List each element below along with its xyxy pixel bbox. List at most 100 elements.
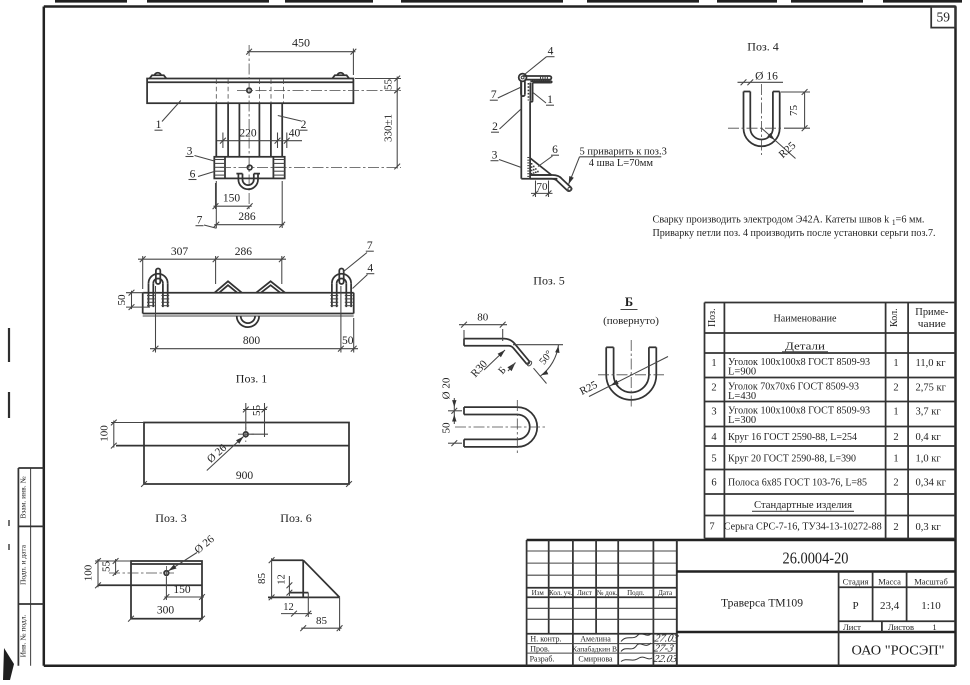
svg-text:27-3: 27-3 <box>653 644 675 655</box>
svg-text:7: 7 <box>709 522 714 533</box>
svg-text:800: 800 <box>243 335 261 347</box>
svg-text:450: 450 <box>292 36 310 50</box>
svg-text:5: 5 <box>711 453 716 464</box>
svg-text:Траверса ТМ109: Траверса ТМ109 <box>721 596 803 610</box>
svg-text:12: 12 <box>283 602 294 613</box>
svg-text:Р: Р <box>853 600 859 612</box>
svg-text:Поз.: Поз. <box>707 308 718 327</box>
svg-text:Взам. инв. №: Взам. инв. № <box>19 476 28 518</box>
svg-text:Смирнова: Смирнова <box>578 655 613 664</box>
svg-text:Круг 20 ГОСТ 2590-88, L=390: Круг 20 ГОСТ 2590-88, L=390 <box>728 453 856 464</box>
svg-text:100: 100 <box>83 564 95 581</box>
svg-text:Поз. 5: Поз. 5 <box>533 274 564 288</box>
svg-text:Ø 16: Ø 16 <box>755 71 778 83</box>
svg-text:Масштаб: Масштаб <box>914 577 948 587</box>
svg-text:Амелина: Амелина <box>580 635 611 644</box>
svg-text:Круг 16 ГОСТ 2590-88, L=254: Круг 16 ГОСТ 2590-88, L=254 <box>728 432 858 443</box>
svg-text:Стандартные изделия: Стандартные изделия <box>754 499 852 511</box>
svg-text:85: 85 <box>256 573 268 585</box>
svg-text:чание: чание <box>918 319 947 330</box>
svg-text:2,75 кг: 2,75 кг <box>916 383 947 394</box>
svg-text:Наименование: Наименование <box>774 313 837 325</box>
svg-text:6: 6 <box>711 477 716 488</box>
svg-text:85: 85 <box>316 615 328 627</box>
svg-text:Кол.: Кол. <box>889 308 900 327</box>
svg-text:3: 3 <box>492 150 498 162</box>
svg-text:2: 2 <box>492 121 498 133</box>
svg-text:7: 7 <box>491 89 497 101</box>
svg-text:330±1: 330±1 <box>382 114 394 142</box>
svg-text:L=430: L=430 <box>728 391 756 402</box>
svg-text:Дата: Дата <box>658 589 673 597</box>
svg-text:1: 1 <box>893 453 898 464</box>
svg-text:Лист: Лист <box>577 589 592 597</box>
svg-text:Поз. 4: Поз. 4 <box>747 40 778 54</box>
svg-text:1: 1 <box>711 358 716 369</box>
svg-text:220: 220 <box>239 128 257 140</box>
svg-text:0,34 кг: 0,34 кг <box>916 477 947 488</box>
svg-text:286: 286 <box>235 246 253 258</box>
svg-text:150: 150 <box>223 193 241 205</box>
svg-text:50: 50 <box>441 422 453 434</box>
svg-text:1:10: 1:10 <box>921 600 941 612</box>
svg-text:Капабадкин В.: Капабадкин В. <box>572 645 619 654</box>
svg-text:Н. контр.: Н. контр. <box>530 635 561 644</box>
svg-text:4: 4 <box>548 46 554 58</box>
svg-text:4: 4 <box>367 263 373 275</box>
svg-text:3: 3 <box>711 407 716 418</box>
svg-text:11,0 кг: 11,0 кг <box>916 358 947 369</box>
svg-text:Уголок 100х100х8 ГОСТ 8509-93: Уголок 100х100х8 ГОСТ 8509-93 <box>728 406 870 417</box>
svg-text:№ док.: № док. <box>597 589 618 597</box>
svg-text:Поз. 6: Поз. 6 <box>280 511 311 525</box>
svg-text:Детали: Детали <box>785 341 825 353</box>
svg-text:ОАО "РОСЭП": ОАО "РОСЭП" <box>852 644 945 659</box>
svg-text:1,0 кг: 1,0 кг <box>916 453 942 464</box>
svg-text:55: 55 <box>100 561 112 573</box>
svg-text:2: 2 <box>893 477 898 488</box>
svg-text:2: 2 <box>893 383 898 394</box>
svg-text:75: 75 <box>788 105 800 117</box>
svg-text:1: 1 <box>156 119 162 131</box>
svg-text:55: 55 <box>251 405 263 417</box>
svg-text:Стадия: Стадия <box>843 577 869 587</box>
svg-text:150: 150 <box>173 584 191 596</box>
svg-text:50: 50 <box>116 294 128 306</box>
svg-text:40: 40 <box>289 128 301 140</box>
svg-text:2: 2 <box>711 383 716 394</box>
svg-text:1: 1 <box>932 622 936 632</box>
svg-text:900: 900 <box>236 470 254 482</box>
svg-text:22.03: 22.03 <box>652 654 678 665</box>
svg-text:Подп. и дата: Подп. и дата <box>19 544 28 585</box>
svg-text:Уголок 100х100х8 ГОСТ 8509-93: Уголок 100х100х8 ГОСТ 8509-93 <box>728 357 870 368</box>
svg-text:12: 12 <box>277 574 288 585</box>
svg-text:Лист: Лист <box>843 622 861 632</box>
svg-text:70: 70 <box>537 181 549 193</box>
svg-text:286: 286 <box>238 211 256 223</box>
svg-text:Приме-: Приме- <box>915 307 948 318</box>
svg-text:59: 59 <box>936 10 950 25</box>
svg-text:307: 307 <box>171 246 189 258</box>
svg-text:Пров.: Пров. <box>530 645 550 654</box>
svg-text:Кол. уч.: Кол. уч. <box>549 589 573 597</box>
svg-text:26.0004-20: 26.0004-20 <box>783 549 849 568</box>
svg-text:2: 2 <box>301 119 307 131</box>
svg-text:80: 80 <box>477 311 489 323</box>
svg-text:1: 1 <box>893 407 898 418</box>
svg-text:6: 6 <box>552 144 558 156</box>
svg-text:(повернуто): (повернуто) <box>603 315 659 327</box>
svg-text:Б: Б <box>625 295 633 309</box>
svg-text:Поз. 3: Поз. 3 <box>155 511 186 525</box>
svg-text:5 приварить к поз.3: 5 приварить к поз.3 <box>580 147 667 158</box>
svg-text:Уголок 70х70х6 ГОСТ 8509-93: Уголок 70х70х6 ГОСТ 8509-93 <box>728 382 859 393</box>
svg-text:55: 55 <box>382 79 394 91</box>
svg-text:7: 7 <box>367 240 373 252</box>
svg-text:Разраб.: Разраб. <box>530 655 555 664</box>
svg-text:Ø 20: Ø 20 <box>441 377 453 399</box>
svg-text:L=300: L=300 <box>728 415 756 426</box>
svg-text:Подп.: Подп. <box>627 589 645 597</box>
svg-text:2: 2 <box>893 432 898 443</box>
svg-text:4 шва L=70мм: 4 шва L=70мм <box>589 158 654 169</box>
svg-text:Б: Б <box>497 365 509 377</box>
svg-text:7: 7 <box>197 215 203 227</box>
svg-text:1: 1 <box>547 94 553 106</box>
